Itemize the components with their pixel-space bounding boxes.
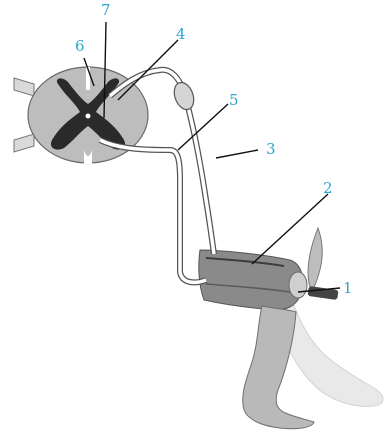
- label-3: 3: [266, 140, 276, 158]
- patella: [289, 272, 307, 298]
- label-6: 6: [75, 37, 85, 55]
- label-1: 1: [343, 279, 353, 297]
- label-5: 5: [229, 91, 239, 109]
- motor-nerve-fiber: [100, 140, 206, 282]
- leader-line-5: [178, 104, 228, 150]
- leader-line-3: [216, 150, 258, 158]
- label-4: 4: [176, 25, 186, 43]
- label-7: 7: [101, 1, 111, 19]
- label-2: 2: [323, 179, 333, 197]
- thigh: [199, 250, 303, 310]
